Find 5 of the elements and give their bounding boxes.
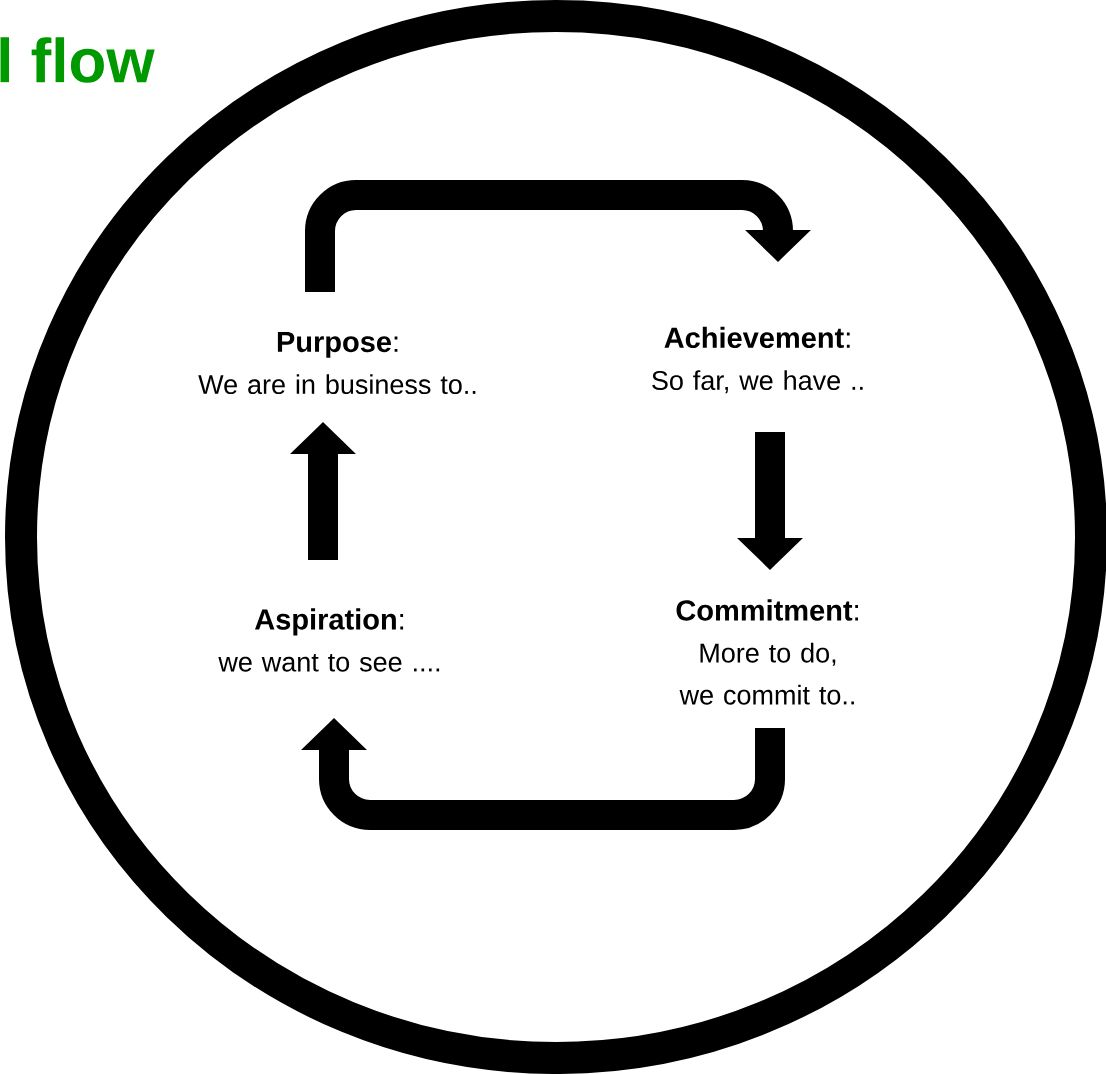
step-text: Commitment: More to do, we commit to.. bbox=[676, 599, 858, 705]
step-text: Purpose: We are in business to.. bbox=[198, 331, 476, 395]
step-text: Aspiration: we want to see .... bbox=[218, 608, 440, 672]
title: l flow bbox=[0, 37, 155, 83]
step-text: Achievement: So far, we have .. bbox=[652, 326, 863, 394]
